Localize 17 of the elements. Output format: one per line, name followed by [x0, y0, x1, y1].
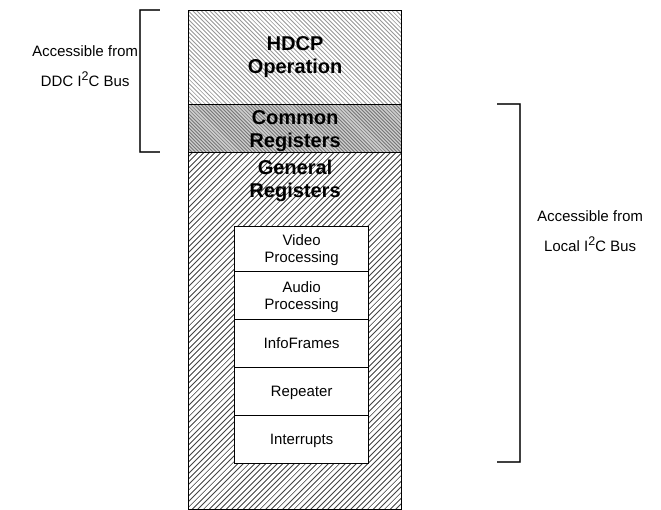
block-label: Repeater — [270, 383, 334, 400]
band-title: HDCP Operation — [246, 33, 344, 79]
register-block — [234, 367, 369, 416]
register-block — [234, 271, 369, 320]
block-label: Audio Processing — [263, 278, 340, 312]
register-block — [234, 415, 369, 464]
register-block — [234, 226, 369, 272]
block-label: Video Processing — [263, 232, 340, 266]
band-title: Common Registers — [248, 107, 342, 153]
block-label: InfoFrames — [262, 335, 340, 352]
register-band — [188, 104, 402, 153]
register-band — [188, 152, 402, 510]
register-block — [234, 319, 369, 368]
bus-access-note: Accessible from Local I$^{2}$C Bus — [536, 207, 644, 257]
register-band — [188, 10, 402, 105]
block-label: Interrupts — [268, 431, 334, 448]
bus-access-note: Accessible from DDC I$^{2}$C Bus — [31, 42, 139, 92]
